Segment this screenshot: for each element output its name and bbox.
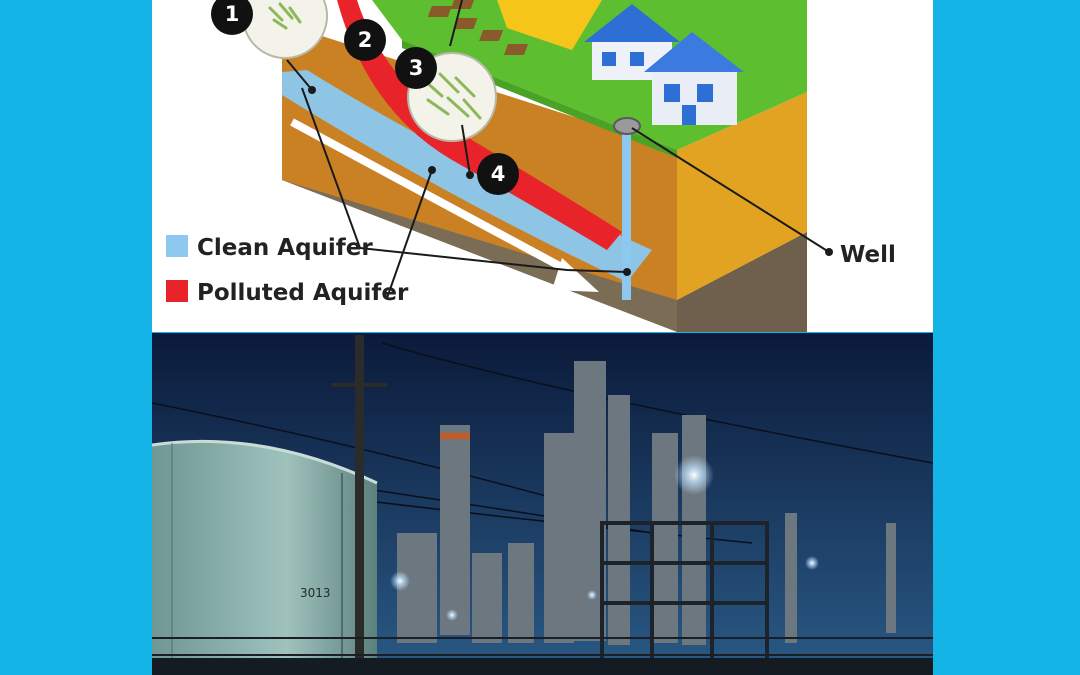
house-group xyxy=(584,4,744,125)
marker-4-number: 4 xyxy=(491,162,506,186)
aquifer-diagram: 1 2 3 4 Clean Aquifer Polluted Aquifer W… xyxy=(166,0,896,332)
flow-arrow-line xyxy=(290,118,569,274)
legend-label-polluted: Polluted Aquifer xyxy=(197,280,409,306)
marker-2-number: 2 xyxy=(358,28,373,52)
marker-1: 1 xyxy=(211,0,253,35)
legend-swatch-clean xyxy=(166,235,188,257)
pole-crossarm xyxy=(332,383,387,387)
refinery-photo: 3013 xyxy=(152,333,933,675)
ground xyxy=(152,658,933,675)
marker-2: 2 xyxy=(344,19,386,61)
leader-lines xyxy=(286,0,830,299)
marker-4: 4 xyxy=(477,153,519,195)
flow-arrowhead xyxy=(552,258,599,292)
foreground-fence xyxy=(152,637,933,656)
legend-swatch-polluted xyxy=(166,280,188,302)
farm-field xyxy=(497,0,602,50)
marker-1-number: 1 xyxy=(225,2,240,26)
aquifer-diagram-panel: 1 2 3 4 Clean Aquifer Polluted Aquifer W… xyxy=(152,0,933,332)
legend-label-clean: Clean Aquifer xyxy=(197,235,373,261)
storage-tank: 3013 xyxy=(152,439,378,675)
refinery-photo-panel: 3013 xyxy=(152,333,933,675)
leader-dots xyxy=(308,86,833,276)
tank-number: 3013 xyxy=(300,586,331,600)
utility-pole xyxy=(355,335,364,675)
well-label: Well xyxy=(840,242,896,268)
marker-3: 3 xyxy=(395,47,437,89)
refinery-lights xyxy=(390,455,819,621)
marker-3-number: 3 xyxy=(409,56,424,80)
bedrock-side xyxy=(677,232,807,332)
soil-side-face xyxy=(677,92,807,300)
crop-plots xyxy=(427,0,528,55)
well-shaft xyxy=(622,128,631,300)
